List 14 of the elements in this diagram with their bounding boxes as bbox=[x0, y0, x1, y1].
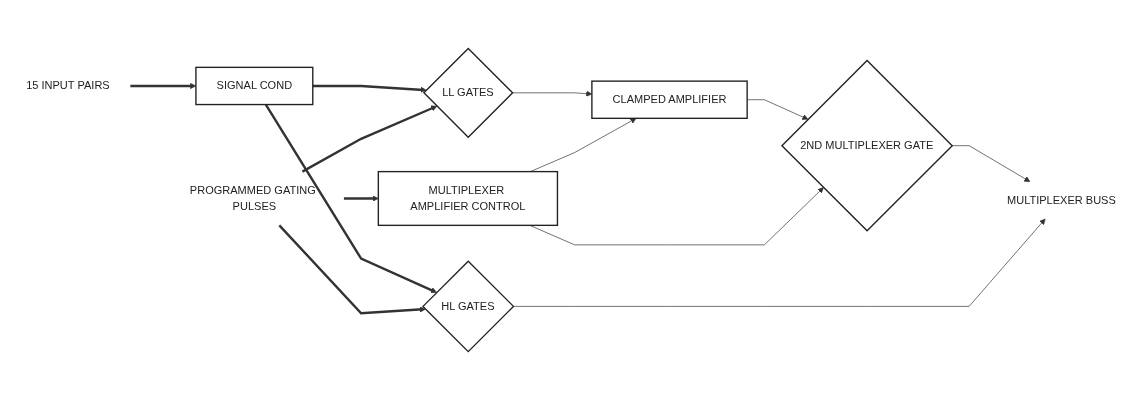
node-diamond: LL GATES bbox=[422, 47, 514, 139]
node-box: CLAMPED AMPLIFIER bbox=[591, 80, 748, 120]
node-text: PROGRAMMED GATING PULSES bbox=[189, 184, 316, 213]
node-diamond: 2ND MULTIPLEXER GATE bbox=[780, 59, 954, 233]
arrow bbox=[264, 104, 437, 294]
node-box: MULTIPLEXER AMPLIFIER CONTROL bbox=[377, 171, 559, 227]
arrow bbox=[312, 85, 427, 94]
arrow bbox=[278, 224, 426, 315]
node-box: SIGNAL COND bbox=[195, 67, 314, 106]
arrow bbox=[301, 105, 438, 174]
node-text: 15 INPUT PAIRS bbox=[26, 80, 110, 92]
node-text: MULTIPLEXER BUSS bbox=[1007, 194, 1116, 207]
arrow bbox=[343, 195, 379, 202]
node-diamond: HL GATES bbox=[422, 260, 515, 354]
